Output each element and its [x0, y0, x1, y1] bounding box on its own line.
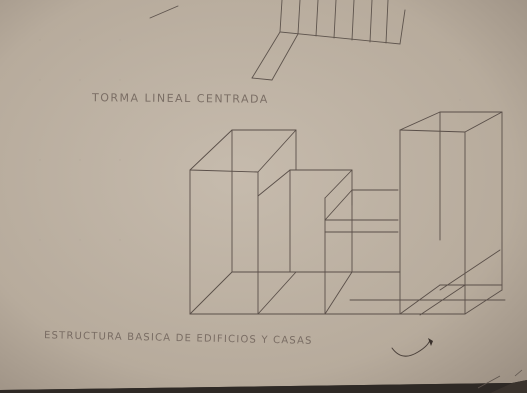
sketch-title: TORMA LINEAL CENTRADA	[91, 91, 269, 106]
paper-bottom-edge	[0, 383, 512, 393]
dot-grid	[39, 39, 501, 241]
table-corner	[490, 380, 527, 393]
building-blocks-sketch	[189, 111, 506, 316]
curved-arrow-icon	[391, 339, 431, 357]
top-partial-sketch	[149, 0, 406, 81]
bottom-right-marks	[477, 369, 523, 389]
arrow-head	[428, 338, 433, 346]
